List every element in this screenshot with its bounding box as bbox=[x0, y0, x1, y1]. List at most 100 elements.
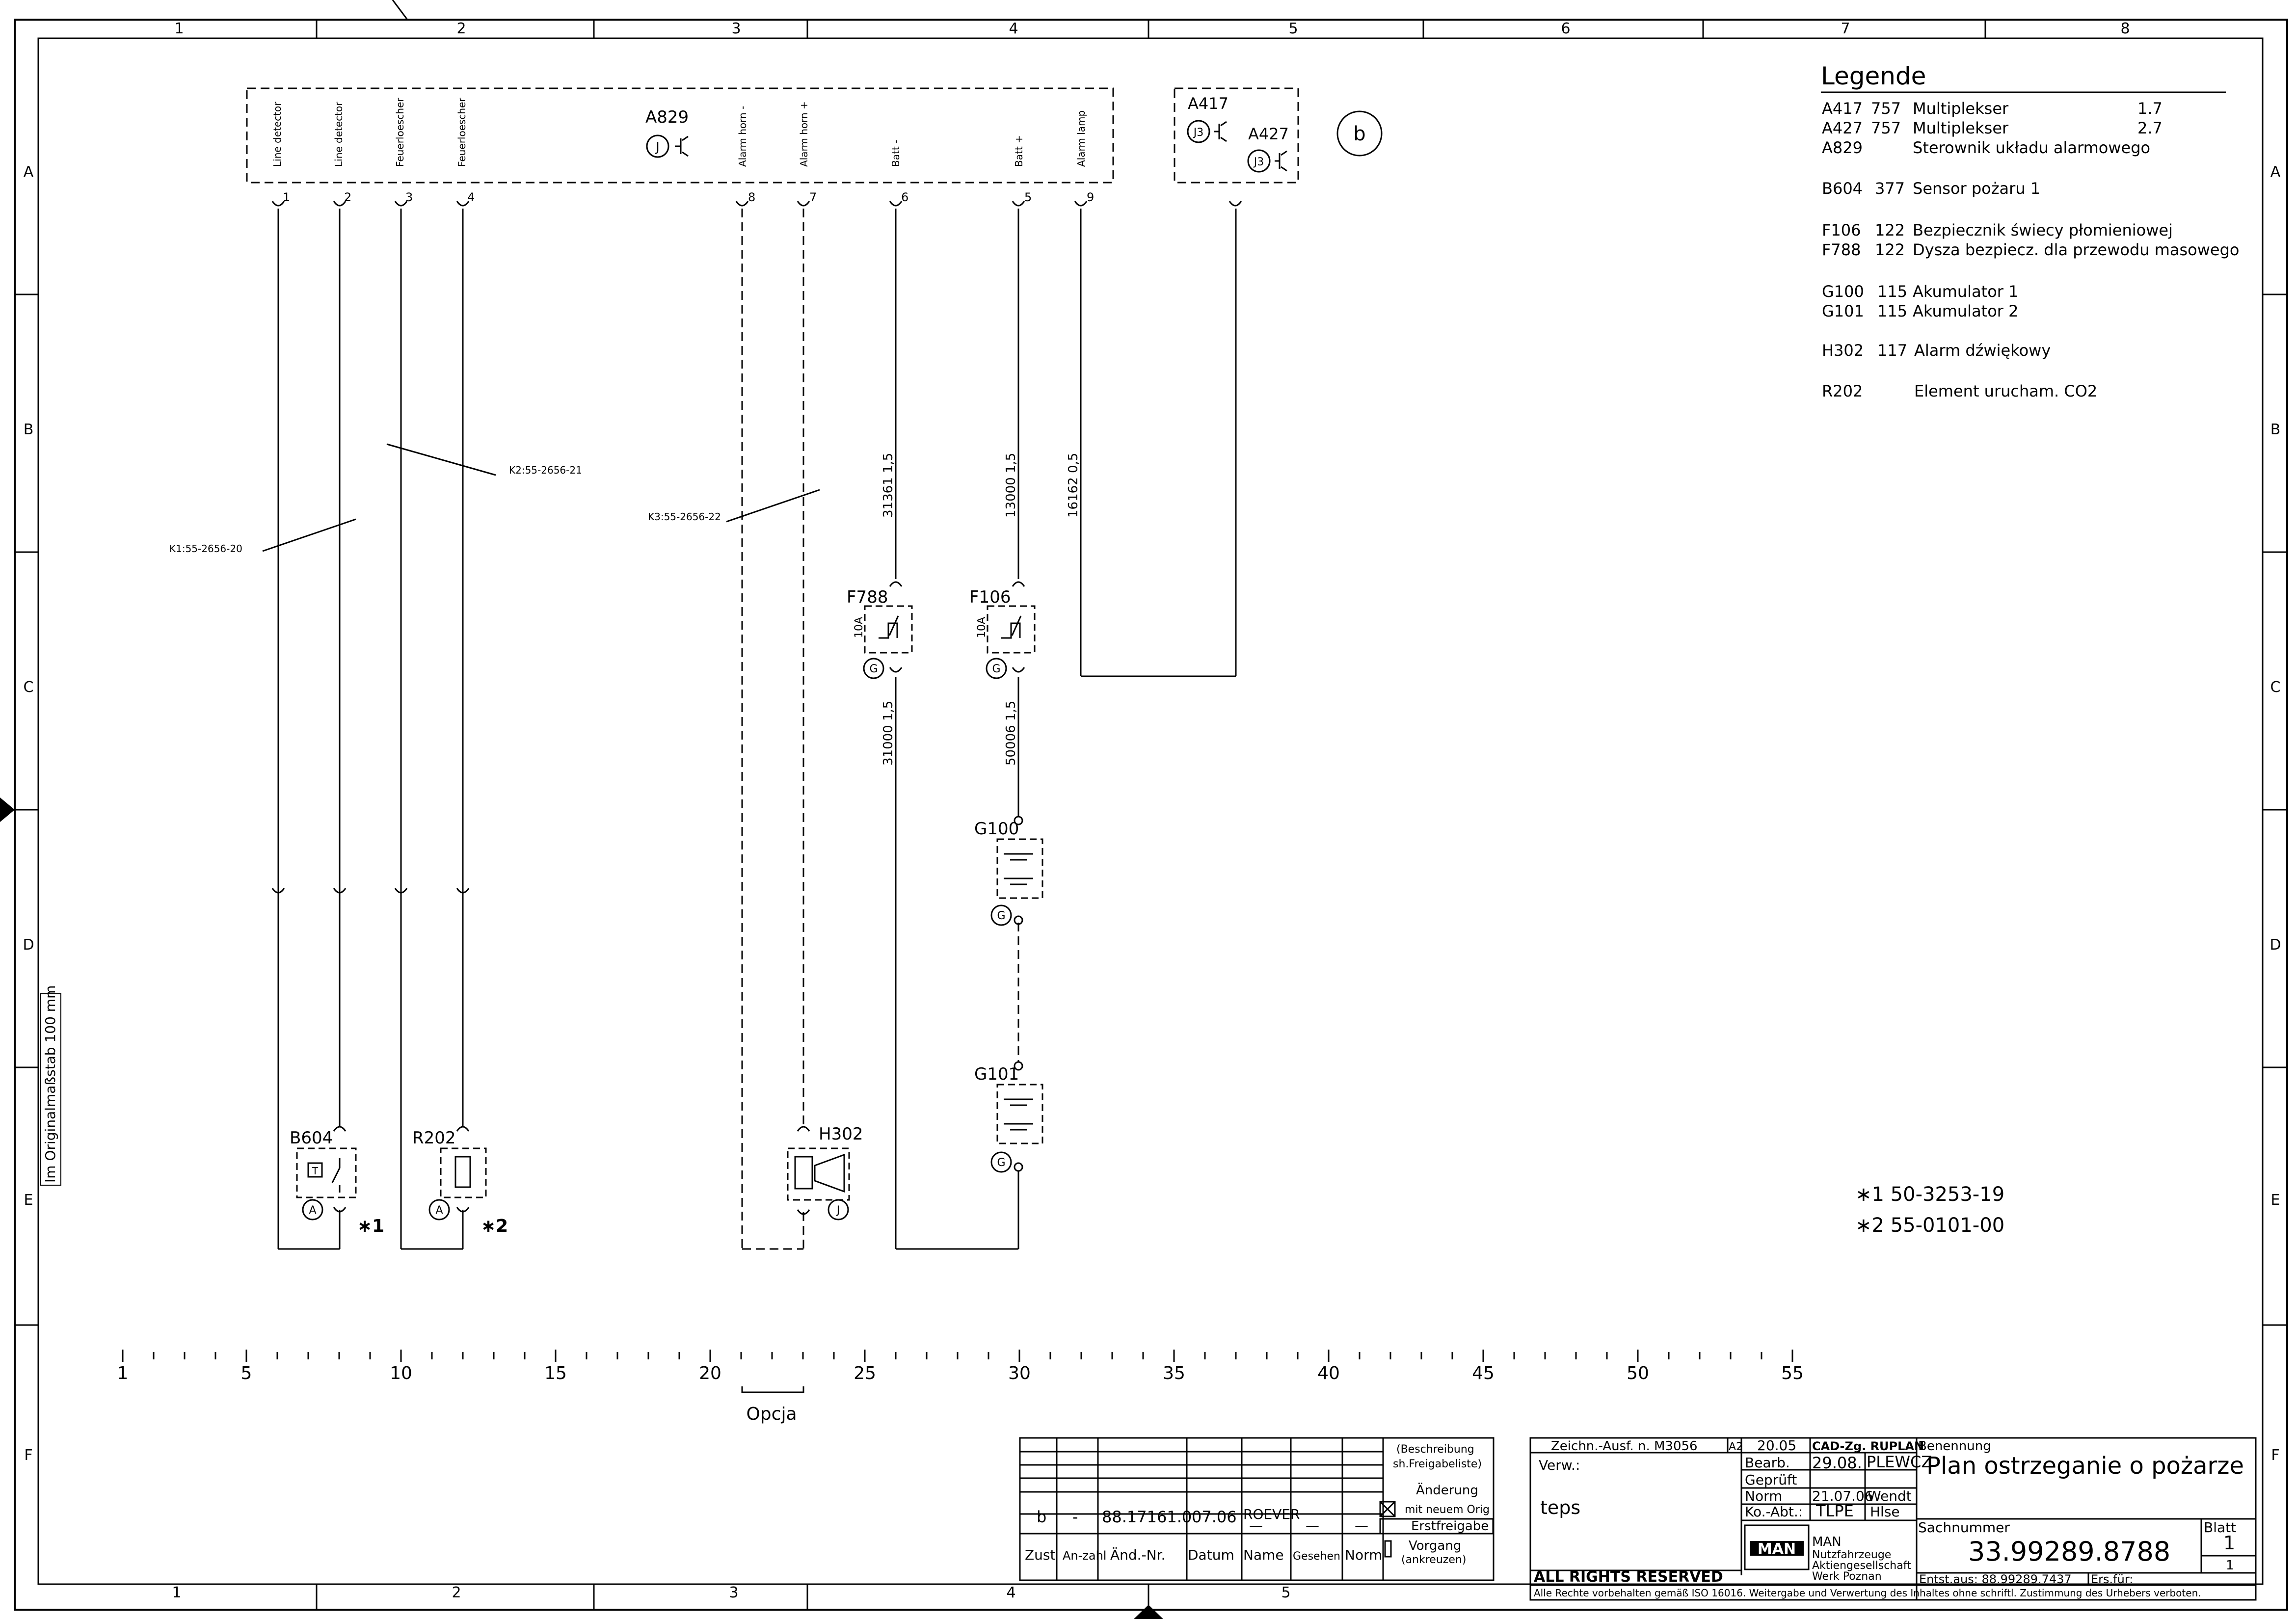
rev-zust: b bbox=[1037, 1508, 1046, 1526]
legend-desc: Dysza bezpiecz. dla przewodu masowego bbox=[1913, 240, 2239, 259]
tb-copyright: Alle Rechte vorbehalten gemäß ISO 16016.… bbox=[1534, 1587, 2201, 1599]
row-label: C bbox=[2270, 679, 2281, 696]
col-label: 6 bbox=[1561, 20, 1570, 37]
tb-koabt-name: Hlse bbox=[1870, 1504, 1900, 1520]
pin-number: 5 bbox=[1024, 190, 1032, 204]
rev-ankreuzen: (ankreuzen) bbox=[1401, 1554, 1466, 1566]
tb-verw: Verw.: bbox=[1539, 1457, 1580, 1473]
ruler-label: 5 bbox=[241, 1363, 252, 1383]
tb-sach-label: Sachnummer bbox=[1918, 1519, 2010, 1536]
connector-label: A829 bbox=[645, 107, 689, 127]
tb-rights: ALL RIGHTS RESERVED bbox=[1534, 1568, 1723, 1586]
legend: Legende A417 757 Multiplekser 1.7 A427 7… bbox=[1821, 62, 2239, 400]
tb-ers: Ers.für: bbox=[2091, 1572, 2133, 1586]
rev-header: Gesehen bbox=[1293, 1550, 1340, 1563]
rev-header: Änd.-Nr. bbox=[1110, 1547, 1165, 1563]
tb-benennung: Benennung bbox=[1918, 1439, 1991, 1454]
legend-ref: 1.7 bbox=[2137, 99, 2163, 118]
scale-note: Im Originalmaßstab 100 mm bbox=[42, 985, 58, 1183]
component-label: H302 bbox=[819, 1124, 863, 1144]
row-label: C bbox=[24, 679, 34, 696]
title-block bbox=[1529, 1437, 2257, 1601]
ruler-label: 45 bbox=[1472, 1363, 1495, 1383]
legend-desc: Multiplekser bbox=[1913, 99, 2009, 118]
col-label: 3 bbox=[731, 20, 741, 37]
row-label: A bbox=[24, 163, 34, 181]
pin-number: 6 bbox=[901, 190, 908, 204]
col-label: 2 bbox=[456, 20, 466, 37]
pin-number: 3 bbox=[405, 190, 413, 204]
ruler-label: 35 bbox=[1163, 1363, 1185, 1383]
sensor-b604 bbox=[296, 1126, 357, 1221]
battery-g101 bbox=[990, 1061, 1043, 1173]
tb-blatt: 1 bbox=[2223, 1532, 2235, 1554]
mux-a417: A417 bbox=[1188, 94, 1228, 113]
col-label: 7 bbox=[1841, 20, 1850, 37]
note-2: ∗2 55-0101-00 bbox=[1855, 1214, 2004, 1237]
center-mark-left bbox=[0, 797, 15, 822]
tb-gepr: Geprüft bbox=[1745, 1472, 1797, 1488]
row-label: F bbox=[24, 1447, 32, 1464]
mux-j3: J3 bbox=[1253, 156, 1264, 168]
legend-sheet: 122 bbox=[1875, 240, 1905, 259]
element-r202 bbox=[428, 1126, 487, 1221]
ruler-label: 1 bbox=[117, 1363, 129, 1383]
ground-a: A bbox=[309, 1204, 316, 1217]
horn-h302 bbox=[787, 1126, 850, 1221]
logo-text: MAN bbox=[1758, 1540, 1796, 1558]
drawing-title: Plan ostrzeganie o pożarze bbox=[1926, 1452, 2244, 1480]
col-label: 1 bbox=[172, 1584, 181, 1601]
fuse-rating: 10A bbox=[976, 617, 988, 638]
legend-title: Legende bbox=[1821, 62, 1926, 90]
legend-code: A427 bbox=[1822, 119, 1863, 137]
legend-code: F106 bbox=[1822, 221, 1861, 239]
pin-number: 8 bbox=[748, 190, 755, 204]
rev-header: Zust bbox=[1025, 1547, 1056, 1563]
tb-teps: teps bbox=[1540, 1497, 1580, 1518]
legend-sheet: 115 bbox=[1877, 282, 1907, 301]
col-label: 5 bbox=[1281, 1584, 1290, 1601]
tb-norm-name: Wendt bbox=[1868, 1488, 1912, 1504]
rev-beschreibung: (Beschreibung bbox=[1396, 1443, 1474, 1456]
ground-a: A bbox=[435, 1204, 443, 1217]
legend-sheet: 757 bbox=[1871, 119, 1901, 137]
ruler bbox=[122, 1350, 1793, 1393]
row-label: D bbox=[23, 936, 34, 954]
tb-entst: Entst.aus: 88.99289.7437 bbox=[1919, 1572, 2072, 1586]
legend-code: G101 bbox=[1822, 302, 1864, 320]
battery-label: G100 bbox=[974, 819, 1019, 839]
legend-code: F788 bbox=[1822, 240, 1861, 259]
sensor-t: T bbox=[312, 1165, 319, 1177]
legend-desc: Sensor pożaru 1 bbox=[1913, 179, 2040, 198]
tb-sachnummer: 33.99289.8788 bbox=[1968, 1536, 2170, 1567]
pin-name: Line detector bbox=[333, 102, 345, 167]
ruler-label: 50 bbox=[1627, 1363, 1649, 1383]
tb-blatt-label: Blatt bbox=[2204, 1519, 2236, 1536]
pin-name: Feuerloescher bbox=[456, 98, 468, 167]
tb-zeichn: Zeichn.-Ausf. n. M3056 bbox=[1551, 1439, 1698, 1454]
rev-erstfreigabe: Erstfreigabe bbox=[1411, 1519, 1489, 1534]
rev-name: ROEVER bbox=[1243, 1506, 1300, 1522]
col-label: 8 bbox=[2120, 20, 2130, 37]
rev-datum: 07.06 bbox=[1192, 1508, 1237, 1526]
tb-company: Nutzfahrzeuge bbox=[1812, 1549, 1891, 1561]
pin-number: 2 bbox=[344, 190, 351, 204]
legend-code: A417 bbox=[1822, 99, 1863, 118]
rev-aenderung: Änderung bbox=[1416, 1482, 1478, 1498]
pin-number: 7 bbox=[809, 190, 817, 204]
row-label: D bbox=[2269, 936, 2281, 954]
tb-norm-date: 21.07.06 bbox=[1812, 1488, 1873, 1504]
legend-desc: Multiplekser bbox=[1913, 119, 2009, 137]
ruler-label: 15 bbox=[544, 1363, 567, 1383]
ruler-label: 40 bbox=[1317, 1363, 1340, 1383]
legend-desc: Sterownik układu alarmowego bbox=[1913, 138, 2150, 157]
rev-anzahl: - bbox=[1072, 1508, 1078, 1526]
pin-number: 9 bbox=[1087, 190, 1094, 204]
pin-number: 4 bbox=[467, 190, 475, 204]
cable-label: K1:55-2656-20 bbox=[169, 543, 242, 555]
row-label: A bbox=[2270, 163, 2281, 181]
tb-koabt-val: TLPE bbox=[1815, 1502, 1854, 1520]
col-label: 5 bbox=[1288, 20, 1298, 37]
wire-number: 31000 1,5 bbox=[881, 701, 896, 766]
col-label: 4 bbox=[1006, 1584, 1015, 1601]
